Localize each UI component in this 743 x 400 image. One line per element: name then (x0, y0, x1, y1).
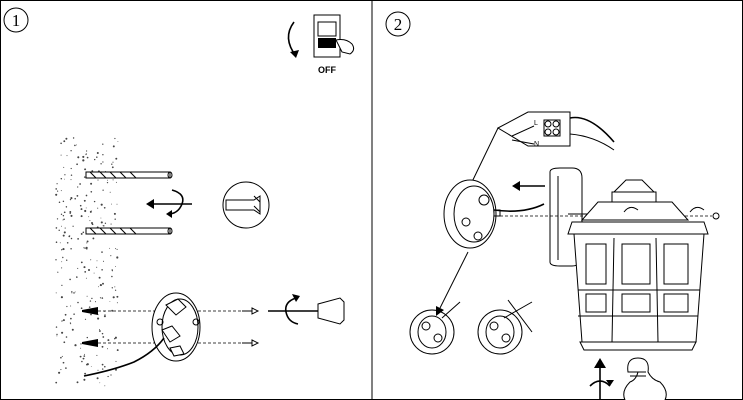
supply-wire (83, 337, 165, 377)
step-1-badge (3, 7, 29, 33)
off-label: OFF (318, 65, 336, 75)
screw-lower (242, 339, 260, 347)
wall-junction-box (443, 179, 501, 249)
drill-tip-detail (222, 181, 270, 229)
junction-box (151, 292, 201, 362)
detail-pointer (439, 251, 469, 309)
light-bulb-icon (623, 357, 667, 400)
hand-icon (335, 39, 355, 55)
fixture-wire (493, 203, 545, 212)
power-switch: OFF (287, 14, 355, 75)
drill-direction-arrow-icon (146, 189, 192, 218)
terminal-block-callout: L N (469, 111, 615, 187)
step-2-badge (385, 11, 411, 37)
wiring-incorrect-detail (477, 299, 533, 355)
mount-direction-arrow-icon (512, 181, 545, 191)
neutral-terminal-label: N (534, 141, 539, 148)
wall-texture (55, 137, 119, 387)
step-2-number: 2 (394, 15, 403, 34)
screw-upper (242, 307, 260, 315)
step-1-number: 1 (12, 11, 21, 30)
wiring-correct-detail (409, 301, 461, 355)
drill-bit-lower (85, 227, 173, 235)
rotate-nut-icon (623, 206, 720, 220)
screwdriver-icon (268, 294, 345, 325)
rotate-arrow-icon (287, 21, 297, 57)
install-bulb-arrow-icon (589, 358, 614, 400)
drill-bit-upper (85, 171, 173, 179)
lantern-fixture (567, 179, 709, 351)
live-terminal-label: L (534, 120, 538, 127)
panel-step-1: 1 OFF (3, 7, 355, 387)
panel-step-2: 2 L N (385, 11, 720, 400)
